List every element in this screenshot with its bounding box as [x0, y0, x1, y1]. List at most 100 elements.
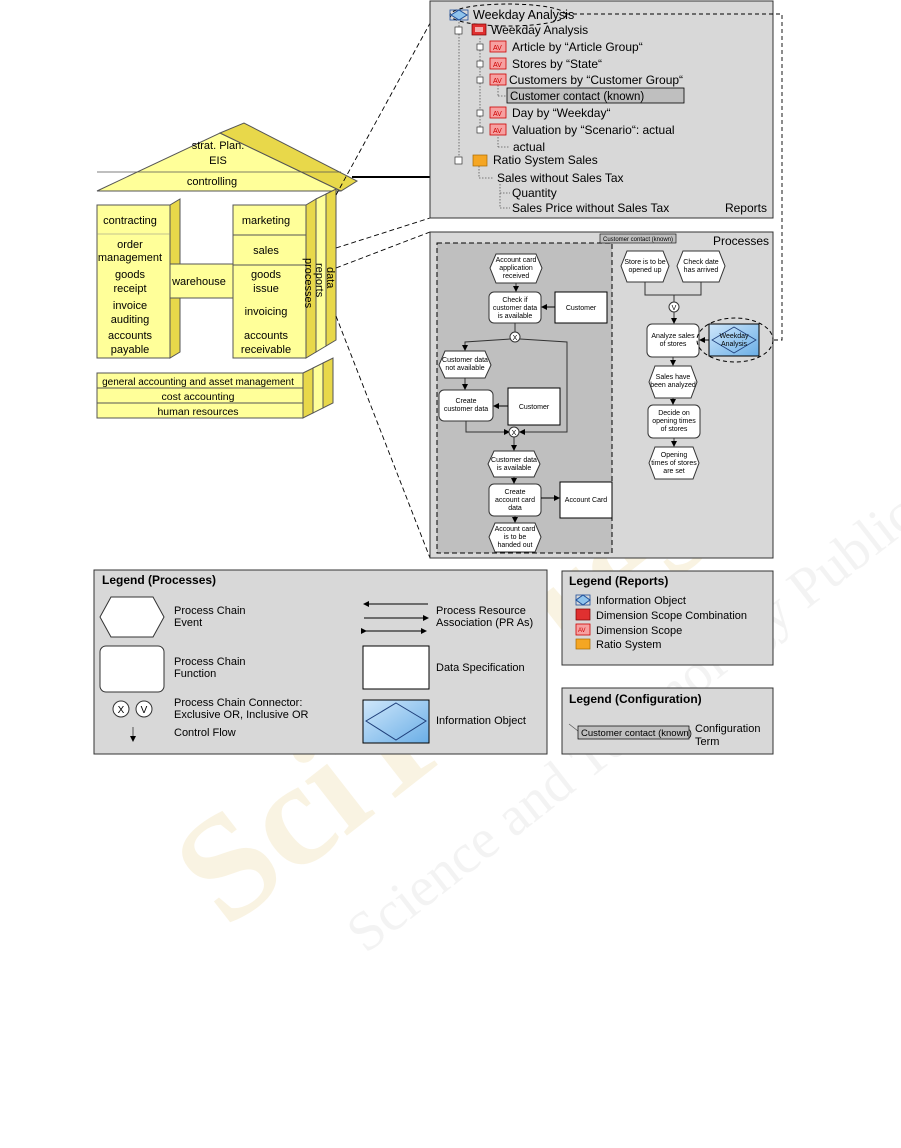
base-label-cost: cost accounting [162, 391, 235, 403]
col-invoicing: invoicing [245, 306, 288, 318]
event-opening-set [648, 446, 700, 480]
svg-text:Account card: Account card [496, 257, 537, 264]
scope-row-5: AV Valuation by “Scenario“: actual [476, 123, 675, 137]
report-root-label: Weekday Analysis [473, 8, 574, 22]
svg-text:Dimension Scope Combination: Dimension Scope Combination [596, 610, 747, 622]
svg-text:X: X [118, 705, 125, 716]
svg-text:is available: is available [498, 313, 533, 320]
svg-text:are set: are set [663, 468, 684, 475]
svg-text:AV: AV [493, 45, 502, 52]
svg-text:AV: AV [493, 111, 502, 118]
legend-xor-icon [112, 700, 130, 718]
svg-text:AV: AV [493, 62, 502, 69]
svg-text:Customer: Customer [519, 404, 550, 411]
ratio-system-icon [472, 154, 488, 167]
col-receipt: receipt [113, 283, 146, 295]
roof-label-controlling: controlling [187, 176, 237, 188]
col-management: management [98, 252, 162, 264]
svg-text:Ratio System: Ratio System [596, 639, 661, 651]
report-actual: actual [513, 140, 545, 154]
svg-text:account card: account card [495, 497, 535, 504]
processes-panel-label: Processes [713, 234, 769, 248]
data-account-card [559, 481, 613, 519]
col-order: order [117, 239, 143, 251]
scope-label-article: Article by “Article Group“ [512, 40, 643, 54]
svg-text:of stores: of stores [660, 341, 687, 348]
event-sales-analyzed [648, 365, 698, 399]
svg-text:Function: Function [174, 668, 216, 680]
legend-function-shape [99, 645, 165, 693]
dim-scope-icon [489, 73, 507, 86]
svg-text:handed out: handed out [497, 542, 532, 549]
reports-panel-label: Reports [725, 201, 767, 215]
event-customer-not-available [438, 350, 492, 379]
config-term-label: Customer contact (known) [510, 91, 644, 103]
side-slab-3 [325, 188, 337, 347]
svg-text:not available: not available [445, 365, 484, 372]
col-goods-issue-2: issue [253, 283, 279, 295]
svg-text:customer data: customer data [493, 305, 537, 312]
roof-label-eis: EIS [209, 155, 227, 167]
svg-text:Check if: Check if [502, 297, 527, 304]
legend-or-icon [135, 700, 153, 718]
svg-text:Exclusive OR, Inclusive OR: Exclusive OR, Inclusive OR [174, 709, 309, 721]
scope-label-valuation: Valuation by “Scenario“: actual [512, 123, 675, 137]
legend-processes: Legend (Processes) Process Chain Event P… [93, 569, 548, 755]
scope-label-day: Day by “Weekday“ [512, 106, 610, 120]
svg-text:Create: Create [455, 398, 476, 405]
svg-text:Weekday: Weekday [719, 333, 749, 340]
reports-panel: Weekday Analysis Weekday Analysis AV Art… [429, 0, 774, 219]
svg-text:Information Object: Information Object [596, 595, 686, 607]
process-config-tag-label: Customer contact (known) [603, 237, 673, 243]
config-term-box [506, 87, 685, 104]
svg-text:V: V [141, 705, 148, 716]
event-check-date [676, 250, 726, 283]
svg-text:Analysis: Analysis [721, 341, 748, 348]
svg-text:is available: is available [497, 465, 532, 472]
zoom-connectors [335, 4, 441, 559]
svg-text:is to be: is to be [504, 534, 527, 541]
svg-text:Store is to be: Store is to be [624, 259, 665, 266]
svg-text:been analyzed: been analyzed [650, 382, 696, 389]
scope-label-customers: Customers by “Customer Group“ [509, 73, 683, 87]
event-account-card-received [489, 253, 543, 284]
roof-label-strat: strat. Plan. [192, 140, 245, 152]
svg-text:Configuration: Configuration [695, 723, 760, 735]
svg-text:AV: AV [578, 628, 586, 634]
processes-panel: Processes Customer contact (known) Accou… [429, 231, 774, 559]
warehouse-label: warehouse [171, 276, 226, 288]
event-store-opened [620, 250, 670, 283]
scope-row-4: AV Day by “Weekday“ [476, 106, 610, 120]
svg-text:Decide on: Decide on [658, 410, 690, 417]
svg-text:times of stores: times of stores [651, 460, 697, 467]
svg-text:customer data: customer data [444, 406, 488, 413]
col-contracting: contracting [103, 215, 157, 227]
svg-text:Account card: Account card [495, 526, 536, 533]
dim-scope-icon [489, 57, 507, 70]
data-customer-1 [554, 291, 608, 324]
svg-text:Customer data: Customer data [491, 457, 537, 464]
svg-text:Process Chain: Process Chain [174, 656, 246, 668]
scope-label-stores: Stores by “State“ [512, 57, 602, 71]
col-goods-issue-1: goods [251, 269, 281, 281]
weekday-analysis-highlight [696, 317, 774, 363]
svg-text:Customer contact (known): Customer contact (known) [581, 728, 692, 739]
col-payable: payable [111, 344, 150, 356]
base-label-hr: human resources [157, 406, 238, 418]
svg-text:AV: AV [493, 128, 502, 135]
dim-scope-icon [489, 123, 507, 136]
scope-row-2: AV Stores by “State“ [476, 57, 602, 71]
svg-text:X: X [513, 335, 518, 342]
dim-scope-icon [489, 106, 507, 119]
svg-text:V: V [672, 305, 677, 312]
legend-data-spec-shape [362, 645, 430, 690]
svg-text:Dimension Scope: Dimension Scope [596, 625, 682, 637]
base-label-general: general accounting and asset management [102, 377, 294, 388]
col-accounts-r: accounts [244, 330, 289, 342]
svg-text:data: data [508, 505, 522, 512]
info-object-link [566, 13, 783, 341]
svg-text:Association (PR As): Association (PR As) [436, 617, 533, 629]
svg-text:X: X [512, 430, 517, 437]
left-column [96, 204, 171, 359]
